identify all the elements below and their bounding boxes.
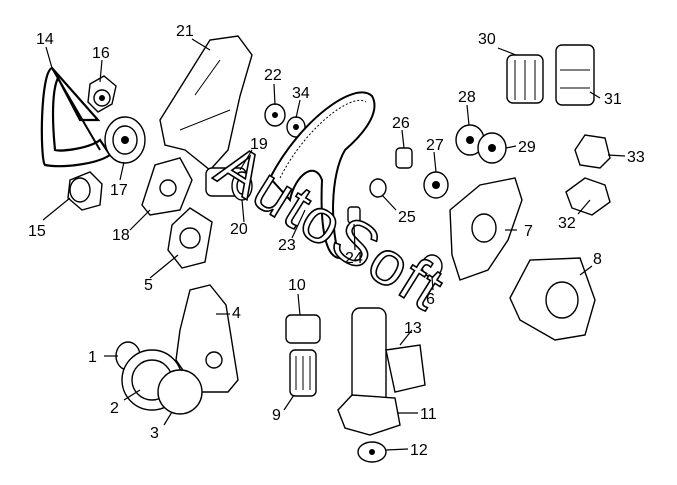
callout-7: 7 (524, 223, 533, 240)
callout-34: 34 (292, 85, 310, 102)
callout-13: 13 (404, 320, 422, 337)
callout-30: 30 (478, 31, 496, 48)
callout-2: 2 (110, 400, 119, 417)
part-drain-plug (357, 441, 387, 463)
callout-26: 26 (392, 115, 410, 132)
callout-33: 33 (627, 149, 645, 166)
part-filter-cartridge (289, 349, 317, 397)
part-gasket (167, 207, 213, 269)
part-belt-tensioner (87, 75, 117, 113)
part-timing-belt (268, 91, 376, 260)
part-pump-pulley (205, 167, 253, 201)
part-oil-filter-housing (351, 307, 426, 409)
part-roller-22 (264, 103, 286, 127)
callout-28: 28 (458, 89, 476, 106)
callout-22: 22 (264, 67, 282, 84)
callout-18: 18 (112, 227, 130, 244)
part-oil-pump-housing (509, 257, 596, 341)
part-lower-timing-cover (449, 177, 523, 281)
callout-8: 8 (593, 251, 602, 268)
callout-27: 27 (426, 137, 444, 154)
callout-5: 5 (144, 277, 153, 294)
part-sleeve-26 (395, 147, 413, 169)
leader-lines (42, 38, 626, 451)
callout-31: 31 (604, 91, 622, 108)
part-crank-pulley (104, 116, 146, 164)
callout-6: 6 (426, 291, 435, 308)
callout-14: 14 (36, 31, 54, 48)
callout-23: 23 (278, 237, 296, 254)
callout-20: 20 (230, 221, 248, 238)
part-upper-timing-cover (159, 35, 253, 171)
part-roller-27 (423, 171, 449, 199)
callout-17: 17 (110, 182, 128, 199)
part-bolt-24 (347, 206, 361, 224)
part-accessory-belt (40, 66, 112, 168)
callout-32: 32 (558, 215, 576, 232)
callout-1: 1 (88, 349, 97, 366)
part-gear-28 (455, 124, 485, 156)
callout-29: 29 (518, 139, 536, 156)
part-alternator-cap (157, 369, 203, 415)
callout-19: 19 (250, 136, 268, 153)
part-pump-bracket (141, 157, 193, 216)
callout-15: 15 (28, 223, 46, 240)
part-idler-unit (67, 171, 103, 211)
callout-10: 10 (288, 277, 306, 294)
callout-labels: 1 2 3 4 5 6 7 8 9 10 11 12 13 14 15 16 1… (28, 23, 645, 459)
part-filter-element (506, 54, 544, 104)
callout-24: 24 (345, 250, 363, 267)
callout-4: 4 (232, 305, 241, 322)
part-roller-25 (369, 178, 387, 198)
part-filter-cap (285, 314, 321, 344)
callout-21: 21 (176, 23, 194, 40)
part-filter-housing (555, 44, 595, 106)
part-engine-bracket (175, 284, 239, 393)
part-bracket-32 (565, 177, 611, 216)
callout-12: 12 (410, 442, 428, 459)
part-housing-base (337, 394, 401, 436)
callout-16: 16 (92, 45, 110, 62)
callout-9: 9 (272, 407, 281, 424)
callout-3: 3 (150, 425, 159, 442)
callout-25: 25 (398, 209, 416, 226)
part-mount-33 (574, 134, 611, 169)
part-gear-29 (477, 132, 507, 164)
callout-11: 11 (420, 406, 437, 423)
